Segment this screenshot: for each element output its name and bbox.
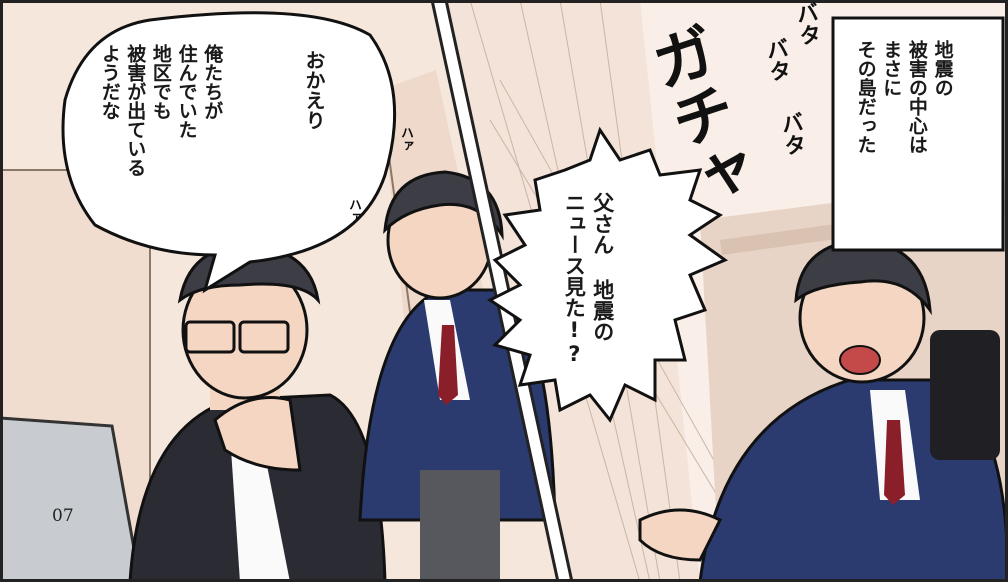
sfx-panting: ハァ — [346, 198, 361, 224]
narration-text: 地震の 被害の中心は まさに その島だった — [852, 40, 955, 240]
speech-bubble-son — [487, 126, 729, 423]
narration-line: まさに — [880, 40, 903, 97]
son-speech-line: ニュース見た!? — [562, 192, 587, 366]
father-speech-line: 俺たちが — [201, 44, 224, 120]
narration-box — [831, 16, 1005, 252]
son-arriving — [638, 238, 1008, 582]
page-number: 07 — [52, 506, 74, 526]
sfx-running: バタ — [761, 36, 792, 84]
narration-line: 地震の — [931, 40, 954, 97]
sfx-panting: ハァ — [398, 126, 413, 152]
father-speech-okaeri: おかえり — [302, 50, 326, 130]
father-speech-line: 被害が出ている — [124, 44, 147, 177]
father-speech-line: ようだな — [98, 44, 121, 120]
narration-line: 被害の中心は — [905, 40, 928, 154]
computer-monitor — [0, 416, 142, 582]
sfx-running: バタ — [791, 0, 822, 48]
father-speech-line: 地区でも — [149, 44, 172, 120]
son-speech: 父さん 地震の ニュース見た!? — [560, 192, 617, 392]
son-speech-line: 父さん 地震の — [590, 192, 615, 342]
speech-bubble-father — [61, 11, 397, 294]
sfx-running: バタ — [776, 110, 807, 158]
father-speech-line: 住んでいた — [175, 44, 198, 139]
panel-gutter — [432, 0, 572, 582]
father-speech-report: 俺たちが 住んでいた 地区でも 被害が出ている ようだな — [96, 44, 224, 254]
father-character — [128, 243, 387, 582]
narration-line: その島だった — [854, 40, 877, 154]
